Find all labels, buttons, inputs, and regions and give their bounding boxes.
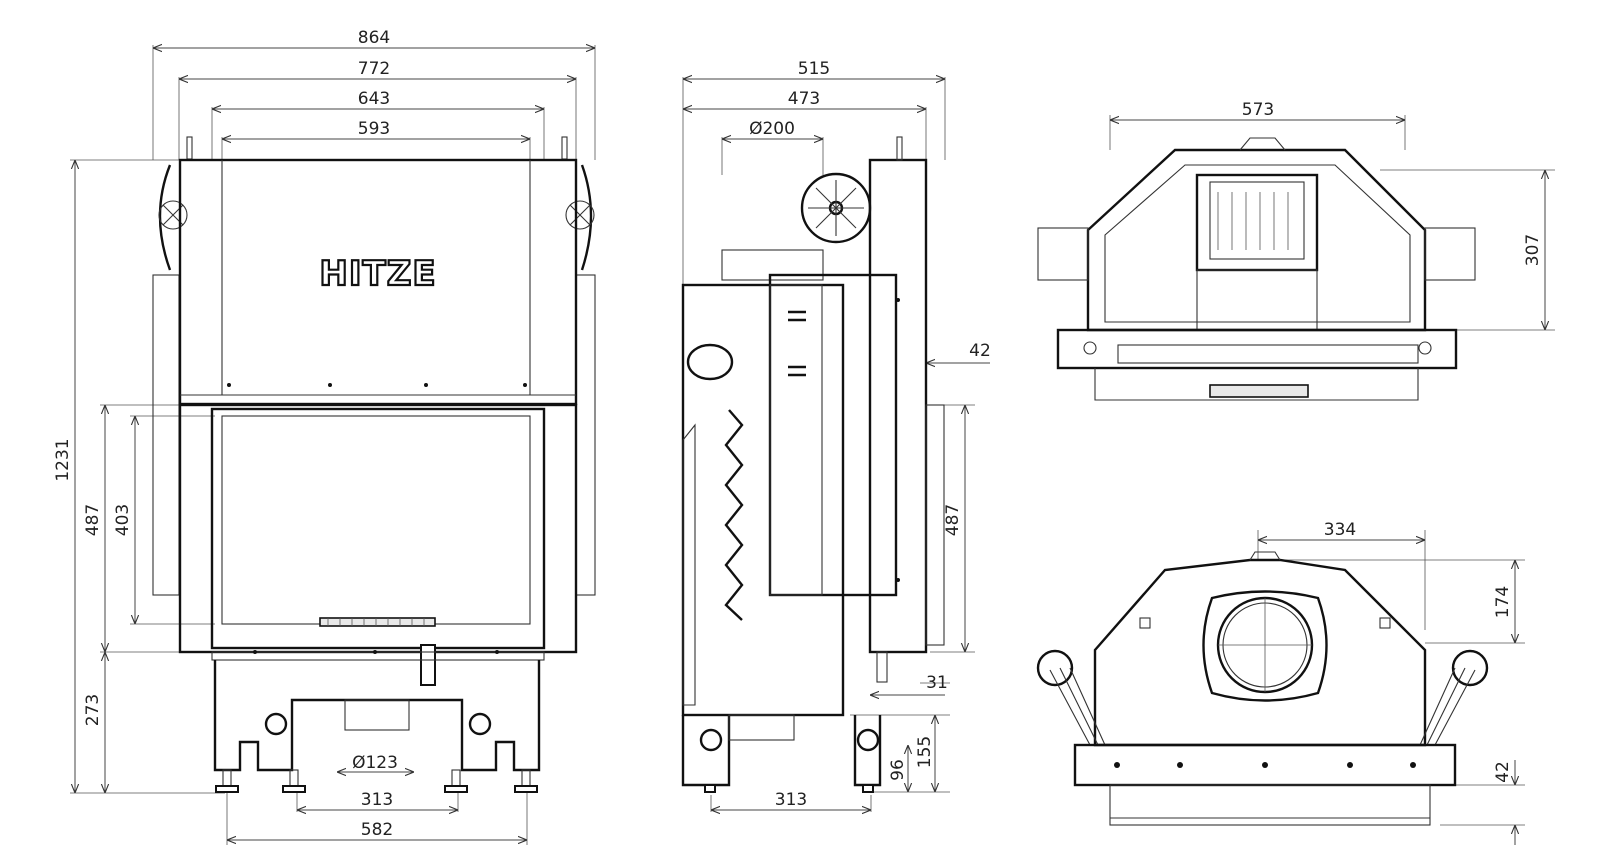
- side-dim-width-313: 313: [775, 790, 807, 810]
- top-dim-height-307: 307: [1523, 234, 1543, 266]
- top-dimension-lines: [1110, 120, 1545, 330]
- front-dim-height-487: 487: [83, 504, 103, 536]
- bottom-dim-height-174: 174: [1493, 586, 1513, 618]
- bottom-body: [1036, 551, 1489, 826]
- bottom-dimension-lines: [1258, 540, 1515, 845]
- side-dim-height-487: 487: [943, 504, 963, 536]
- front-dim-diameter-123: Ø123: [352, 753, 398, 773]
- front-view: HITZE 864 772 643 593 1231 487 403 273 Ø…: [53, 28, 596, 845]
- side-dimension-lines: [683, 79, 990, 810]
- front-dim-height-273: 273: [83, 694, 103, 726]
- bottom-flue-outlet: [1202, 590, 1328, 702]
- front-dimension-texts: 864 772 643 593 1231 487 403 273 Ø123 31…: [53, 28, 398, 840]
- front-dimension-lines: [75, 48, 595, 840]
- front-right-fan: [565, 164, 595, 271]
- bottom-dim-width-334: 334: [1324, 520, 1356, 540]
- top-dim-width-573: 573: [1242, 100, 1274, 120]
- front-left-fan: [158, 164, 188, 271]
- front-dim-width-772: 772: [358, 59, 390, 79]
- side-view: 515 473 Ø200 42 487 31 155 96 313: [681, 59, 991, 812]
- front-dim-width-582: 582: [361, 820, 393, 840]
- front-dim-width-643: 643: [358, 89, 390, 109]
- bottom-dim-height-42: 42: [1493, 761, 1513, 783]
- front-dim-height-403: 403: [113, 504, 133, 536]
- top-dimension-texts: 573 307: [1242, 100, 1543, 266]
- top-view: 573 307: [1037, 100, 1555, 401]
- front-dim-height-1231: 1231: [53, 438, 73, 481]
- bottom-view: 334 174 42: [1036, 520, 1525, 845]
- side-dim-height-155: 155: [915, 736, 935, 768]
- hitze-logo: HITZE: [319, 254, 436, 294]
- side-dim-diameter-200: Ø200: [749, 119, 795, 139]
- side-dim-height-96: 96: [888, 759, 908, 781]
- front-dim-width-313: 313: [361, 790, 393, 810]
- side-body: [681, 136, 945, 793]
- top-extension-lines: [1109, 115, 1555, 331]
- front-dim-width-864: 864: [358, 28, 390, 48]
- side-dim-width-473: 473: [788, 89, 820, 109]
- top-body: [1037, 137, 1476, 401]
- front-body: [152, 136, 596, 793]
- side-dim-width-515: 515: [798, 59, 830, 79]
- front-dim-width-593: 593: [358, 119, 390, 139]
- front-extension-lines: [70, 45, 596, 845]
- side-dimension-texts: 515 473 Ø200 42 487 31 155 96 313: [749, 59, 991, 810]
- side-zigzag-element: [724, 409, 744, 621]
- side-dim-42: 42: [969, 341, 991, 361]
- side-dim-31: 31: [926, 673, 948, 693]
- bottom-dimension-texts: 334 174 42: [1324, 520, 1513, 783]
